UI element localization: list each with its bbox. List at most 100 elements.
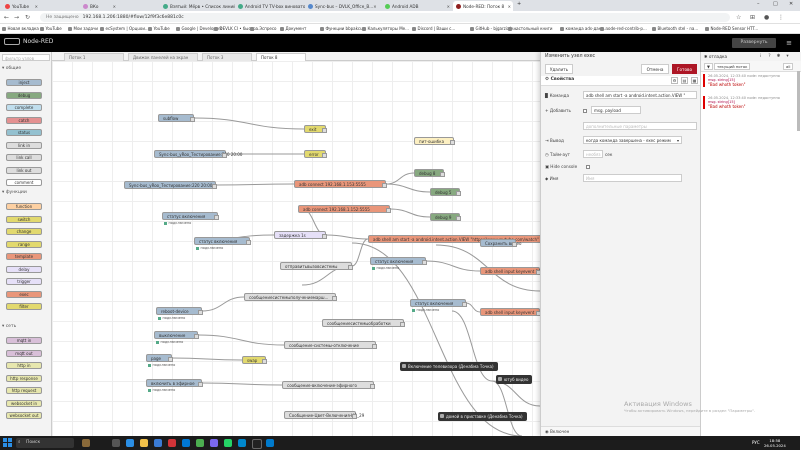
- flow-node[interactable]: debug 5: [430, 188, 461, 196]
- tab-flow-1[interactable]: Поток 1: [64, 53, 124, 61]
- windows-start-icon[interactable]: [3, 438, 13, 448]
- info-icon[interactable]: i: [759, 54, 762, 59]
- flow-node[interactable]: отправитьвызовсистемы: [280, 262, 353, 270]
- discord-icon[interactable]: [210, 439, 218, 447]
- wire[interactable]: [351, 238, 369, 267]
- link-node[interactable]: ютуб видео: [496, 375, 533, 384]
- wire[interactable]: [215, 183, 295, 186]
- extensions-icon[interactable]: ⊞: [750, 14, 756, 21]
- scrollbar[interactable]: [797, 71, 800, 131]
- new-tab-icon[interactable]: +: [517, 1, 522, 7]
- palette-node[interactable]: inject: [6, 79, 42, 86]
- output-port[interactable]: [212, 184, 217, 189]
- bookmark-item[interactable]: Документ: [280, 26, 306, 31]
- output-port[interactable]: [348, 265, 353, 270]
- output-port[interactable]: [512, 242, 517, 247]
- palette-node[interactable]: debug: [6, 91, 42, 99]
- wire[interactable]: [425, 260, 481, 272]
- flow-node[interactable]: adb shell input keyevent: [480, 308, 541, 316]
- output-port[interactable]: [386, 208, 391, 213]
- palette-node[interactable]: catch: [6, 116, 42, 124]
- forward-icon[interactable]: →: [14, 14, 20, 21]
- filter-select[interactable]: текущий поток: [714, 63, 751, 70]
- maximize-icon[interactable]: □: [773, 1, 778, 7]
- telegram-icon[interactable]: [238, 439, 246, 447]
- wire[interactable]: [385, 183, 431, 193]
- properties-header[interactable]: ⚙ Свойства ⚙ ▤ ▦: [541, 76, 701, 86]
- deploy-button[interactable]: Развернуть: [732, 38, 776, 48]
- palette-node[interactable]: status: [6, 129, 42, 136]
- output-port[interactable]: [214, 215, 219, 220]
- link-node[interactable]: Включение телевизора (Денабма Точка): [400, 362, 498, 371]
- command-input[interactable]: adb shell am start -a android.intent.act…: [583, 91, 697, 99]
- bookmark-item[interactable]: настольный книги: [508, 26, 552, 31]
- palette-node[interactable]: link call: [6, 154, 42, 161]
- flow-node[interactable]: adb connect 192.168.1.153:5555: [294, 180, 387, 188]
- flow-node[interactable]: Сохранить видео: [480, 239, 521, 247]
- wire[interactable]: [201, 296, 245, 312]
- flow-node[interactable]: debug 8: [414, 169, 445, 177]
- close-window-icon[interactable]: ✕: [789, 1, 794, 7]
- file-explorer-icon[interactable]: [140, 439, 148, 447]
- wire[interactable]: [193, 117, 305, 130]
- whatsapp-icon[interactable]: [224, 439, 232, 447]
- wire[interactable]: [491, 380, 541, 407]
- output-port[interactable]: [422, 260, 427, 265]
- language-indicator[interactable]: РУС: [752, 440, 760, 445]
- palette-category[interactable]: ▾ сеть: [2, 324, 17, 329]
- bookmark-item[interactable]: node-red-contrib-p...: [600, 26, 647, 31]
- flow-node[interactable]: сообщениесистемыполучениемарш...: [244, 293, 337, 301]
- output-port[interactable]: [222, 153, 227, 158]
- output-port[interactable]: [382, 183, 387, 188]
- output-port[interactable]: [322, 128, 327, 133]
- bookmark-item[interactable]: YouTube: [40, 26, 62, 31]
- palette-node[interactable]: trigger: [6, 278, 42, 285]
- back-icon[interactable]: ←: [4, 14, 10, 21]
- output-port[interactable]: [352, 414, 357, 419]
- flow-node[interactable]: сообщение-системы-отключение: [284, 341, 377, 349]
- bookmark-item[interactable]: Bluetooth stel - na...: [652, 26, 698, 31]
- flow-node[interactable]: Sync-bus_yRoo_Тестирование:220 20:00: [154, 150, 242, 158]
- profile-icon[interactable]: ●: [764, 14, 770, 21]
- output-port[interactable]: [456, 191, 461, 196]
- output-port[interactable]: [198, 382, 203, 387]
- edge-icon[interactable]: [126, 439, 134, 447]
- clear-all-button[interactable]: all: [783, 63, 794, 70]
- wire[interactable]: [465, 302, 481, 313]
- app-icon[interactable]: [168, 439, 176, 447]
- reload-icon[interactable]: ↻: [25, 14, 31, 21]
- star-icon[interactable]: ☆: [736, 14, 742, 21]
- flow-node[interactable]: swap: [242, 356, 267, 364]
- palette-node[interactable]: delay: [6, 265, 42, 273]
- task-view-icon[interactable]: [112, 439, 120, 447]
- flow-node[interactable]: adb connect 192.168.1.152:5555: [298, 205, 391, 213]
- output-port[interactable]: [190, 117, 195, 122]
- output-port[interactable]: [450, 140, 455, 145]
- flow-node[interactable]: статус включения: [370, 257, 427, 265]
- palette-node[interactable]: complete: [6, 104, 42, 111]
- palette-node[interactable]: websocket in: [6, 399, 42, 407]
- delete-button[interactable]: Удалить: [545, 64, 573, 74]
- output-port[interactable]: [370, 384, 375, 389]
- palette-node[interactable]: http request: [6, 387, 42, 394]
- bookmark-item[interactable]: Discord | Ваши с...: [412, 26, 455, 31]
- output-port[interactable]: [332, 296, 337, 301]
- flow-node[interactable]: пит-ошибка: [414, 137, 455, 145]
- settings-icon[interactable]: ⚙: [671, 77, 678, 84]
- output-port[interactable]: [198, 310, 203, 315]
- wire[interactable]: [201, 382, 283, 386]
- palette-node[interactable]: mqtt in: [6, 337, 42, 344]
- browser-tab[interactable]: Android TV TV-box виновато...✕: [235, 1, 313, 11]
- debug-tab[interactable]: ✱ отладка: [704, 54, 728, 59]
- wire[interactable]: [197, 334, 285, 346]
- browser-tab[interactable]: Android ADB✕: [382, 1, 452, 11]
- palette-node[interactable]: mqtt out: [6, 349, 42, 357]
- wire[interactable]: [451, 310, 493, 382]
- palette-category[interactable]: ▾ функции: [2, 190, 27, 195]
- palette-node[interactable]: change: [6, 228, 42, 235]
- hamburger-icon[interactable]: ≡: [786, 39, 792, 47]
- flow-node[interactable]: сообщениесистемыобработки: [322, 319, 405, 327]
